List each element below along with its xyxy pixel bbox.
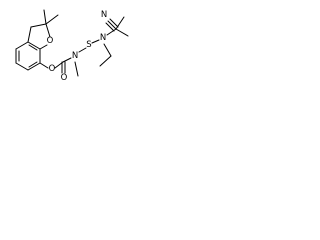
atom-labels: O O O N S N N — [47, 10, 108, 83]
atom-sulfur: S — [86, 40, 91, 50]
bond-ring-to-carbamate-o — [39, 62, 49, 69]
atom-ether-oxygen: O — [47, 36, 54, 46]
chemical-structure-diagram: O O O N S N N — [15, 9, 129, 83]
bond-cq-methyl-1 — [43, 9, 47, 25]
bond-nitrile-3 — [105, 22, 115, 32]
atom-carbonyl-oxygen: O — [61, 73, 68, 83]
bond-nitrile-2 — [109, 18, 119, 28]
bond-cq2-methyl-1 — [115, 28, 129, 37]
bond-c-to-carbamate-n — [62, 57, 72, 63]
bond-ring-to-ch2 — [27, 26, 32, 43]
bond-ring-inner-3 — [28, 44, 38, 51]
bond-cq-methyl-2 — [45, 14, 59, 25]
bond-ring-a1-a2 — [15, 41, 29, 50]
bond-ring-a6-a1 — [27, 41, 41, 50]
bond-ring-a3-a4 — [15, 62, 29, 71]
bond-nitrile-1 — [107, 20, 117, 30]
bond-ether-o-to-ring — [39, 44, 48, 50]
atom-sulfenamide-nitrogen: N — [100, 33, 106, 43]
bond-n-ethyl-2 — [99, 55, 112, 67]
atom-nitrile-nitrogen: N — [101, 10, 107, 20]
bond-n-ethyl-1 — [103, 43, 112, 57]
bond-s-to-n — [91, 39, 100, 44]
bond-n-methyl — [74, 61, 79, 77]
bond-n-to-cq2 — [106, 28, 117, 36]
bond-ring-a4-a5 — [27, 62, 41, 71]
bond-lines — [15, 9, 129, 77]
bond-n-to-s — [78, 47, 87, 53]
bond-ring-inner-2 — [28, 61, 38, 68]
atom-carbamate-nitrogen: N — [72, 51, 78, 61]
bond-cq-to-ether-o — [45, 23, 51, 38]
atom-carbamate-oxygen: O — [49, 64, 56, 74]
bond-cq2-methyl-2 — [115, 16, 125, 30]
bond-ch2-to-cq — [30, 23, 47, 28]
